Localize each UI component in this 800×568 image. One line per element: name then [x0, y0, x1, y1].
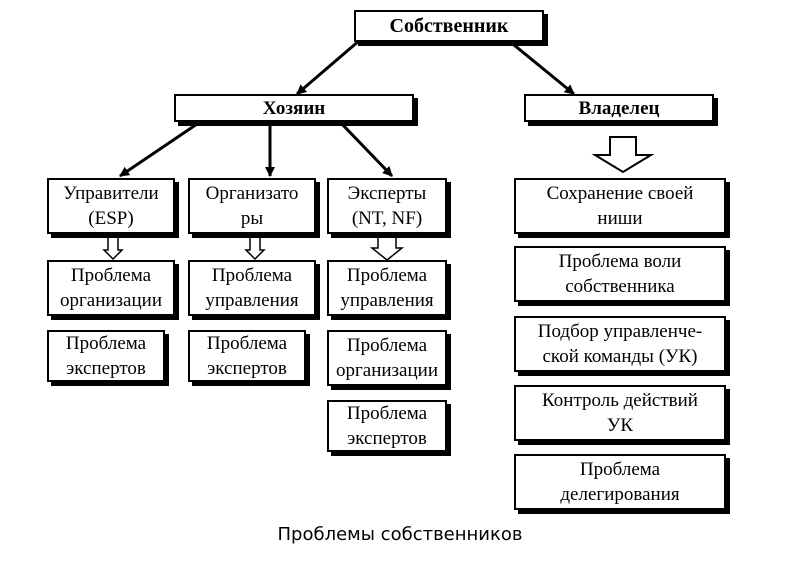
figure-caption: Проблемы собственников	[277, 524, 523, 545]
node-holder-niche: Сохранение своей ниши	[514, 178, 726, 234]
node-organizers-management-problem: Проблема управления	[188, 260, 316, 316]
node-holder-delegation-problem: Проблема делегирования	[514, 454, 726, 510]
node-owner: Собственник	[354, 10, 544, 42]
node-experts: Эксперты (NT, NF)	[327, 178, 447, 234]
arrow-master-experts	[338, 120, 394, 178]
node-holder-control: Контроль действий УК	[514, 385, 726, 441]
node-managers: Управители (ESP)	[47, 178, 175, 234]
hollow-arrow-experts	[369, 233, 405, 261]
hollow-arrow-organizers	[244, 233, 266, 261]
node-experts-experts-problem: Проблема экспертов	[327, 400, 447, 452]
node-master: Хозяин	[174, 94, 414, 122]
node-organizers-experts-problem: Проблема экспертов	[188, 330, 306, 382]
node-holder: Владелец	[524, 94, 714, 122]
node-experts-organization-problem: Проблема организации	[327, 330, 447, 386]
arrow-owner-master	[296, 38, 361, 96]
node-organizers: Организато ры	[188, 178, 316, 234]
arrow-master-managers	[119, 120, 201, 178]
hollow-arrow-holder	[591, 136, 655, 174]
node-managers-organization-problem: Проблема организации	[47, 260, 175, 316]
node-experts-management-problem: Проблема управления	[327, 260, 447, 316]
node-managers-experts-problem: Проблема экспертов	[47, 330, 165, 382]
hollow-arrow-managers	[102, 233, 124, 261]
node-holder-will-problem: Проблема воли собственника	[514, 246, 726, 302]
node-holder-team-selection: Подбор управленче- ской команды (УК)	[514, 316, 726, 372]
arrow-owner-holder	[507, 38, 575, 96]
